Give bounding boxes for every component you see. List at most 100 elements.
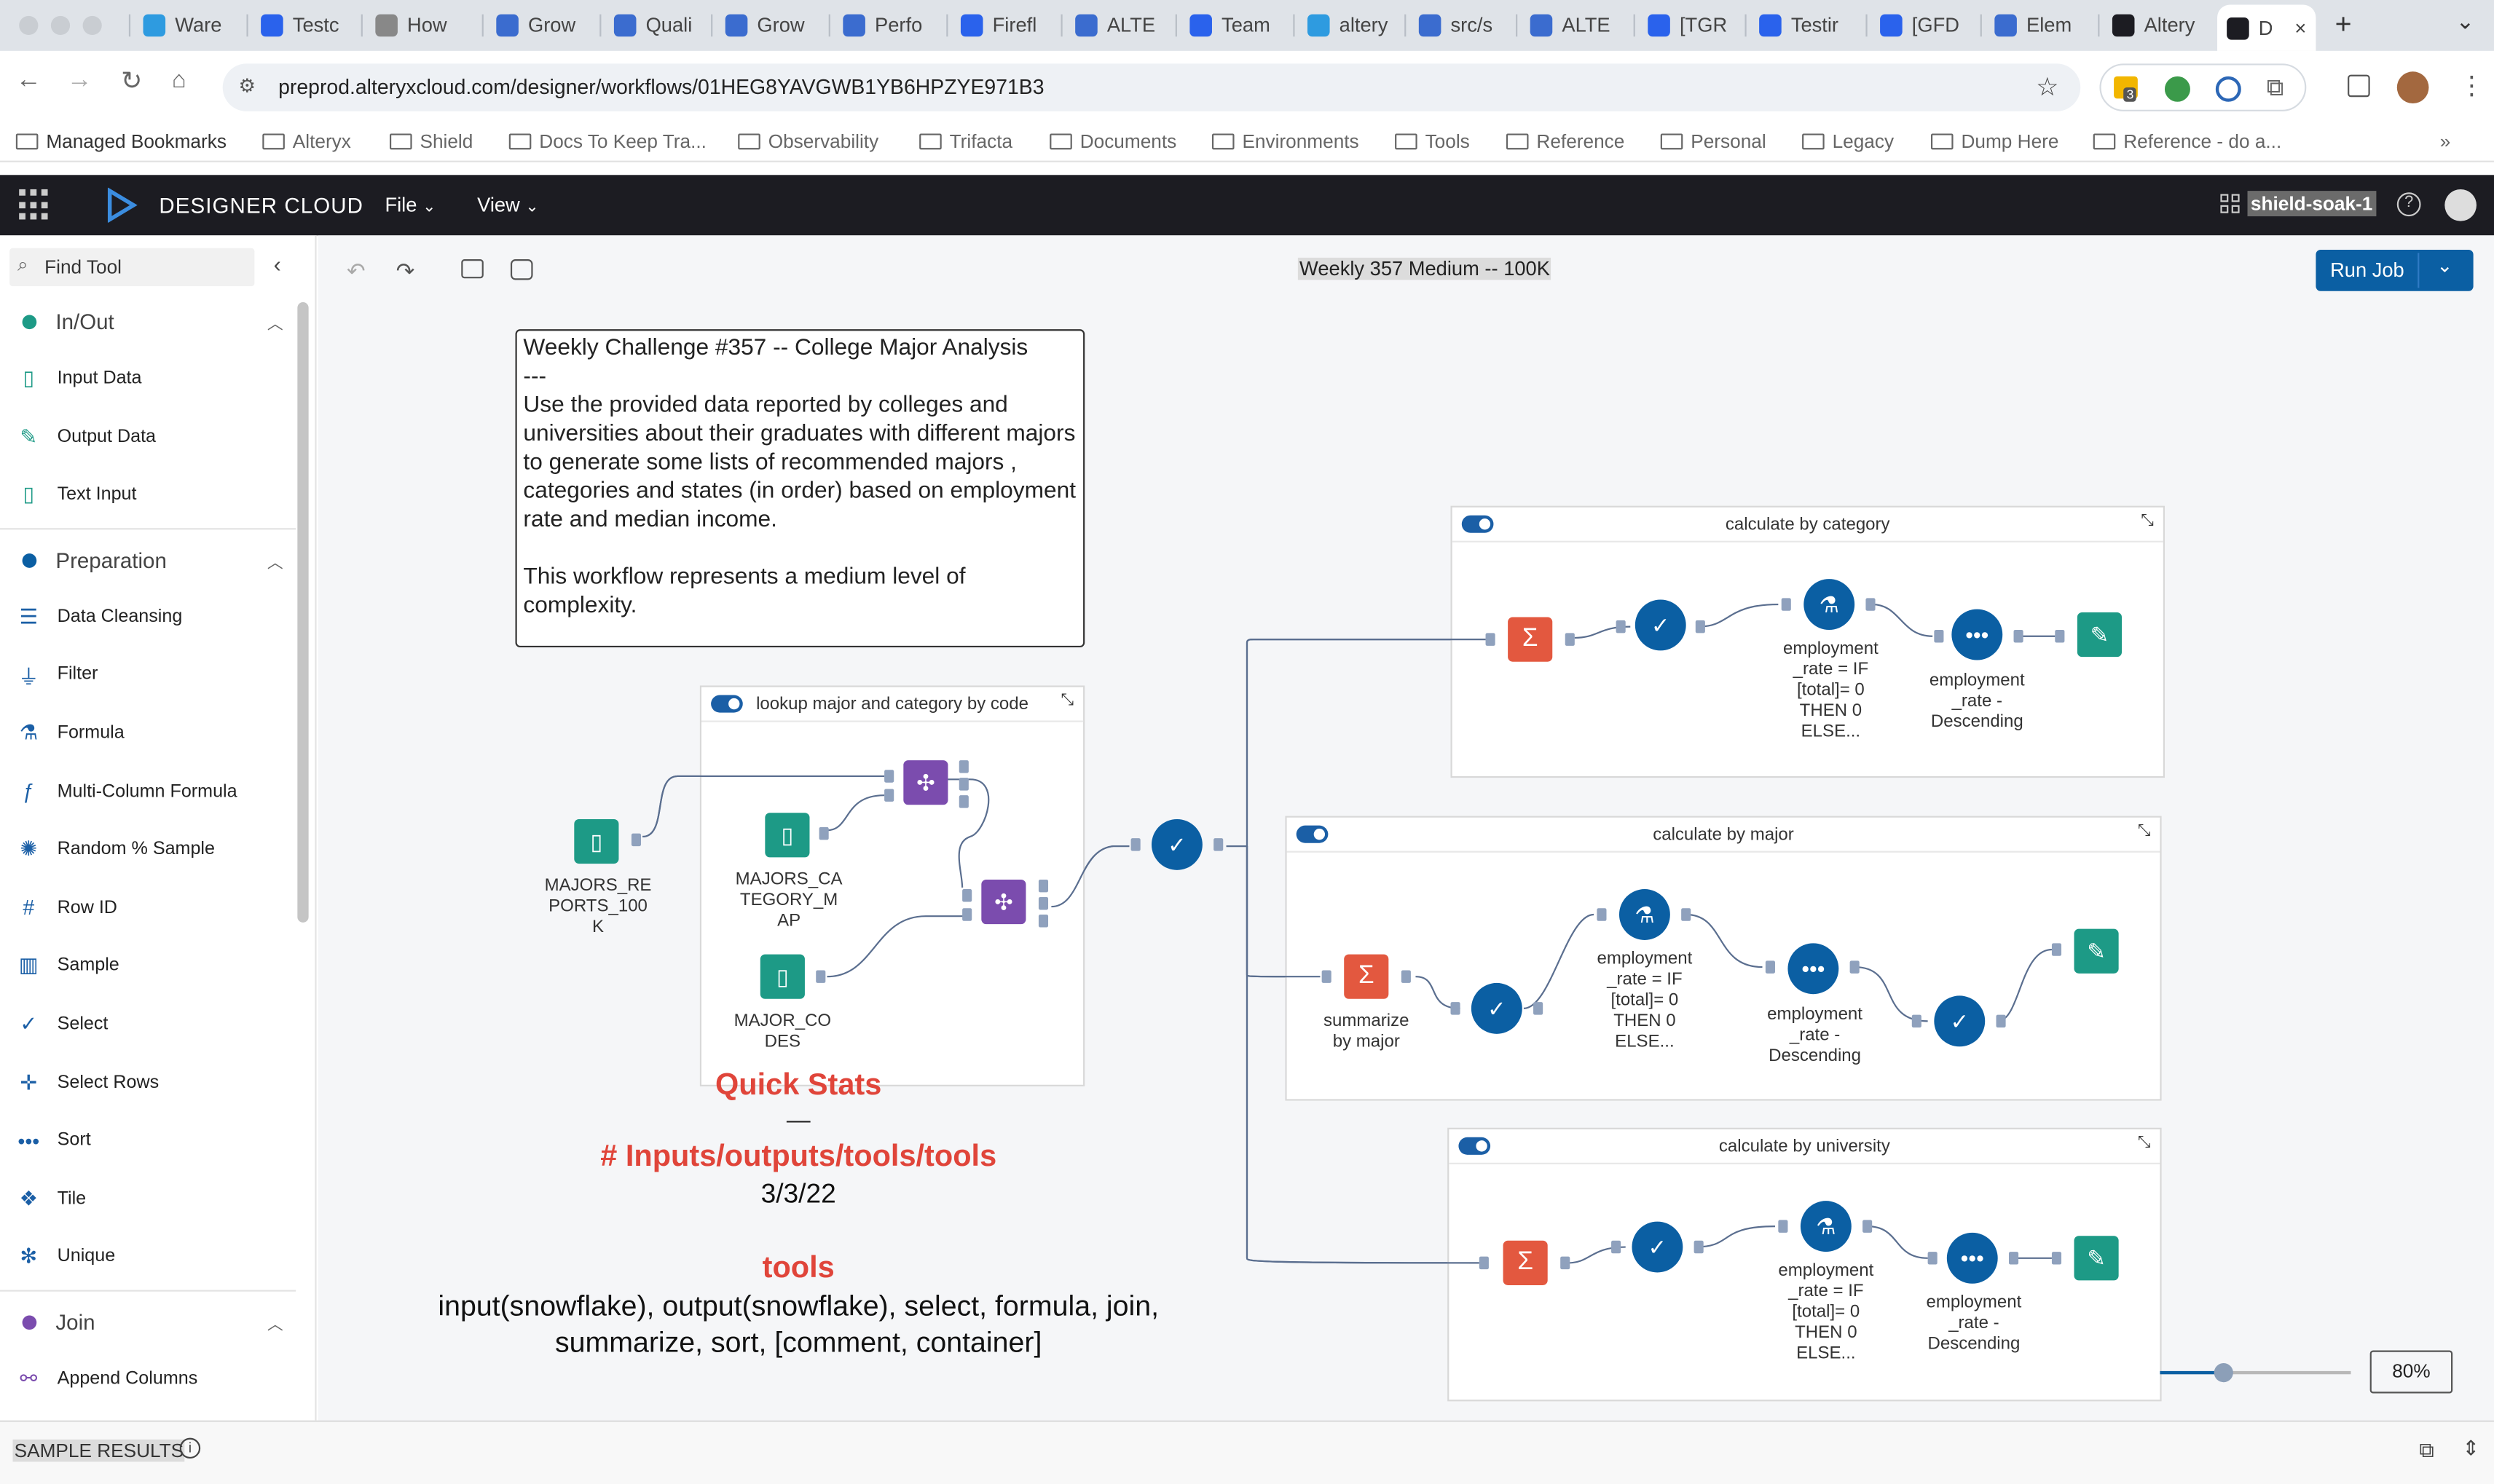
tool-item[interactable]: ❖Tile <box>16 1186 87 1212</box>
zoom-slider-thumb[interactable] <box>2213 1362 2233 1383</box>
help-icon[interactable]: ? <box>2396 192 2421 217</box>
browser-tab[interactable]: Team <box>1180 7 1288 44</box>
expand-panel-icon[interactable]: ⇕ <box>2462 1436 2480 1461</box>
browser-tab[interactable]: Firefl <box>951 7 1059 44</box>
home-icon[interactable]: ⌂ <box>171 66 186 94</box>
sort-tool[interactable]: ••• <box>1787 943 1839 995</box>
collapse-icon[interactable]: ⤡ <box>2141 512 2154 530</box>
new-tab-button[interactable]: + <box>2334 7 2352 40</box>
bookmark-folder[interactable]: Environments <box>1211 130 1359 153</box>
output-port[interactable] <box>1865 598 1876 611</box>
input-port[interactable] <box>1450 1002 1460 1015</box>
summarize-tool[interactable]: Σ <box>1344 954 1389 999</box>
output-port[interactable] <box>959 778 969 791</box>
bookmark-folder[interactable]: Documents <box>1050 130 1176 153</box>
browser-tab[interactable]: altery <box>1298 7 1406 44</box>
output-port[interactable] <box>631 833 642 847</box>
info-icon[interactable]: i <box>179 1437 201 1459</box>
tool-item[interactable]: ⚗Formula <box>16 721 125 746</box>
undo-icon[interactable]: ↶ <box>347 257 366 283</box>
workspace-name[interactable]: shield-soak-1 <box>2247 191 2376 217</box>
input-port-left[interactable] <box>962 889 972 902</box>
browser-tab[interactable]: Testc <box>251 7 359 44</box>
forward-arrow-icon[interactable]: → <box>66 66 93 94</box>
bookmark-folder[interactable]: Trifacta <box>919 130 1012 153</box>
tool-item[interactable]: ✎Output Data <box>16 424 156 449</box>
bookmark-folder[interactable]: Alteryx <box>262 130 351 153</box>
category-preparation[interactable]: Preparation︿ <box>16 548 283 572</box>
workflow-canvas[interactable]: ↶ ↷ Weekly 357 Medium -- 100K Run Job ⌄ <box>318 235 2494 1421</box>
output-port[interactable] <box>1565 633 1575 646</box>
browser-tab[interactable]: ALTE <box>1066 7 1173 44</box>
close-tab-icon[interactable]: × <box>2294 16 2307 39</box>
formula-tool[interactable]: ⚗ <box>1618 889 1670 940</box>
workflow-comment[interactable]: Weekly Challenge #357 -- College Major A… <box>515 329 1085 648</box>
redo-icon[interactable]: ↷ <box>396 257 415 283</box>
zoom-level-input[interactable]: 80% <box>2369 1350 2453 1394</box>
output-port[interactable] <box>1849 960 1860 974</box>
back-arrow-icon[interactable]: ← <box>15 66 42 94</box>
browser-menu-icon[interactable]: ⋮ <box>2458 73 2485 100</box>
select-tool[interactable]: ✓ <box>1635 599 1686 651</box>
tool-item[interactable]: ✛Select Rows <box>16 1070 159 1095</box>
browser-tab[interactable]: ALTE <box>1521 7 1629 44</box>
join-tool[interactable]: ✣ <box>903 760 948 805</box>
run-options-chevron-icon[interactable]: ⌄ <box>2436 254 2453 277</box>
container-toggle[interactable] <box>1296 825 1329 843</box>
view-menu[interactable]: View ⌄ <box>477 194 539 216</box>
summarize-tool[interactable]: Σ <box>1503 1240 1548 1285</box>
profile-avatar[interactable] <box>2396 71 2429 103</box>
sort-tool[interactable]: ••• <box>1946 1232 1998 1284</box>
browser-tab[interactable]: Altery <box>2103 7 2211 44</box>
browser-tab[interactable]: How <box>366 7 473 44</box>
category-join[interactable]: Join︿ <box>16 1311 283 1335</box>
bookmark-folder[interactable]: Reference <box>1506 130 1624 153</box>
more-bookmarks-icon[interactable]: » <box>2439 130 2451 153</box>
browser-tab[interactable]: Elem <box>1985 7 2093 44</box>
bookmark-folder[interactable]: Legacy <box>1802 130 1894 153</box>
browser-tab[interactable]: src/s <box>1409 7 1517 44</box>
tool-item[interactable]: ⏚Filter <box>16 663 98 689</box>
browser-tab[interactable]: D× <box>2217 4 2316 51</box>
collapse-icon[interactable]: ⤡ <box>2137 822 2151 840</box>
run-job-button[interactable]: Run Job ⌄ <box>2316 249 2474 291</box>
url-bar[interactable]: ⚙ preprod.alteryxcloud.com/designer/work… <box>222 63 2081 111</box>
input-data-tool[interactable]: ▯ <box>574 818 619 864</box>
tool-item[interactable]: ✻Unique <box>16 1244 115 1270</box>
reload-icon[interactable]: ↻ <box>120 68 143 96</box>
app-grid-icon[interactable] <box>19 189 51 221</box>
select-tool[interactable]: ✓ <box>1934 995 1986 1047</box>
browser-tab[interactable]: Ware <box>133 7 241 44</box>
open-external-icon[interactable]: ⧉ <box>2419 1437 2434 1462</box>
output-port[interactable] <box>1213 838 1224 851</box>
sample-results-label[interactable]: SAMPLE RESULTS <box>12 1439 186 1462</box>
bookmark-folder[interactable]: Observability <box>738 130 878 153</box>
comment-icon[interactable] <box>461 259 484 279</box>
find-tool-search[interactable]: ⌕ Find Tool <box>9 248 255 287</box>
output-port[interactable] <box>1038 896 1049 910</box>
tool-item[interactable]: ▯Text Input <box>16 482 136 508</box>
output-port[interactable] <box>1038 915 1049 928</box>
zoom-slider[interactable] <box>2160 1362 2351 1383</box>
summarize-tool[interactable]: Σ <box>1508 617 1553 662</box>
bookmark-folder[interactable]: Shield <box>389 130 473 153</box>
browser-tab[interactable]: Perfo <box>833 7 941 44</box>
bookmark-folder[interactable]: Reference - do a... <box>2093 130 2281 153</box>
browser-tab[interactable]: Grow <box>487 7 594 44</box>
join-tool[interactable]: ✣ <box>981 879 1026 925</box>
input-port[interactable] <box>1781 598 1791 611</box>
output-port[interactable] <box>1694 1240 1704 1254</box>
tool-item[interactable]: ☰Data Cleansing <box>16 604 183 630</box>
evernote-extension-icon[interactable] <box>2164 76 2190 102</box>
url-text[interactable]: preprod.alteryxcloud.com/designer/workfl… <box>278 74 1045 99</box>
quick-stats-text[interactable]: Quick Stats — # Inputs/outputs/tools/too… <box>382 1069 1215 1362</box>
managed-bookmarks-folder[interactable]: Managed Bookmarks <box>15 130 227 153</box>
input-port[interactable] <box>1321 970 1331 983</box>
browser-tab[interactable]: [GFD <box>1870 7 1978 44</box>
minimize-window-button[interactable] <box>50 15 71 36</box>
container-toggle[interactable] <box>1461 515 1494 533</box>
select-tool[interactable]: ✓ <box>1471 982 1522 1034</box>
bookmark-star-icon[interactable]: ☆ <box>2036 74 2059 102</box>
collapse-sidebar-icon[interactable]: ‹ <box>273 251 281 277</box>
output-port[interactable] <box>1681 908 1691 921</box>
